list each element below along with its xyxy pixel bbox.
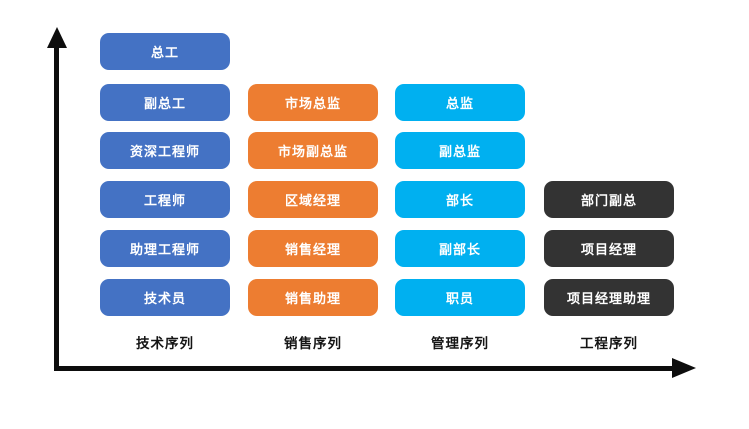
role-box-management-row1: 总监 <box>395 84 525 121</box>
role-box-engineering-row3: 部门副总 <box>544 181 674 218</box>
role-box-sales-row3: 区域经理 <box>248 181 378 218</box>
column-label-tech: 技术序列 <box>136 336 194 351</box>
role-box-sales-row5: 销售助理 <box>248 279 378 316</box>
role-box-tech-row1: 副总工 <box>100 84 230 121</box>
role-box-sales-row1: 市场总监 <box>248 84 378 121</box>
role-box-management-row2: 副总监 <box>395 132 525 169</box>
role-box-engineering-row4: 项目经理 <box>544 230 674 267</box>
role-box-engineering-row5: 项目经理助理 <box>544 279 674 316</box>
role-box-tech-row3: 工程师 <box>100 181 230 218</box>
right-arrow-icon <box>672 358 696 378</box>
column-label-sales: 销售序列 <box>284 336 342 351</box>
up-arrow-icon <box>47 27 67 48</box>
x-axis-line <box>54 366 674 371</box>
y-axis-line <box>54 42 59 371</box>
column-label-management: 管理序列 <box>431 336 489 351</box>
role-box-sales-row2: 市场副总监 <box>248 132 378 169</box>
role-box-sales-row4: 销售经理 <box>248 230 378 267</box>
role-box-tech-row0: 总工 <box>100 33 230 70</box>
role-box-tech-row5: 技术员 <box>100 279 230 316</box>
role-box-tech-row4: 助理工程师 <box>100 230 230 267</box>
role-box-management-row3: 部长 <box>395 181 525 218</box>
role-box-management-row5: 职员 <box>395 279 525 316</box>
role-box-tech-row2: 资深工程师 <box>100 132 230 169</box>
role-box-management-row4: 副部长 <box>395 230 525 267</box>
column-label-engineering: 工程序列 <box>580 336 638 351</box>
